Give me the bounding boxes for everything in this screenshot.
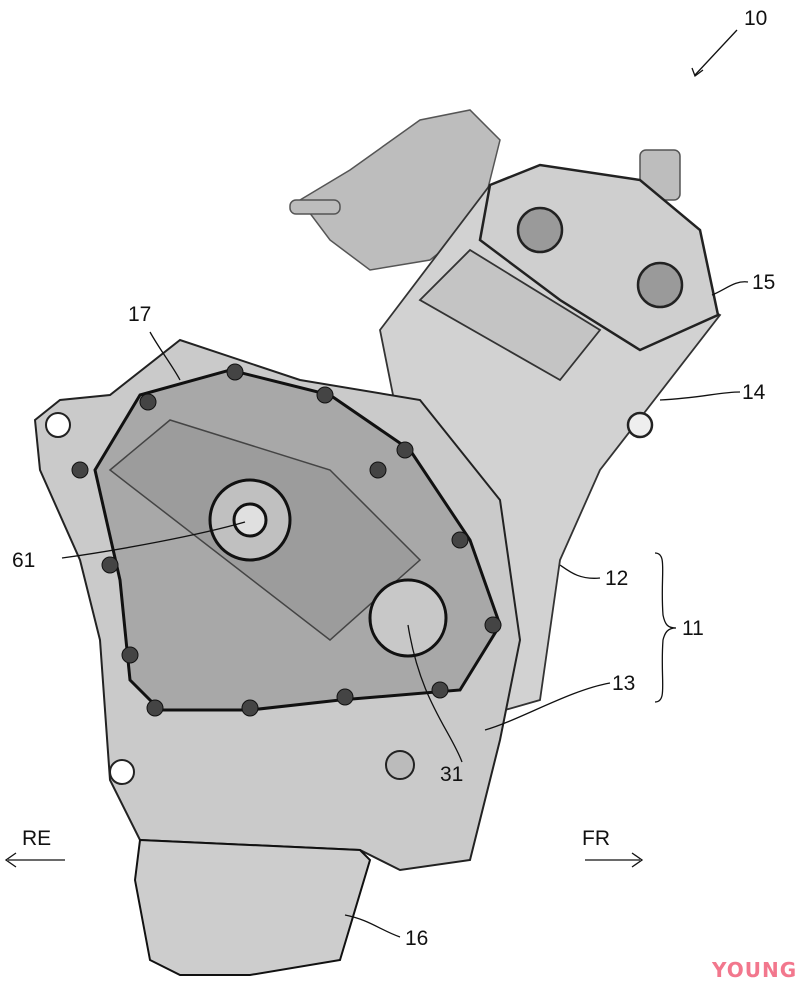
label-10: 10 — [744, 7, 768, 30]
direction-rear: RE — [22, 827, 52, 850]
label-15: 15 — [752, 271, 776, 294]
label-61: 61 — [12, 549, 36, 572]
leader-lines — [4, 29, 749, 938]
label-13: 13 — [612, 672, 636, 695]
label-31: 31 — [440, 763, 464, 786]
label-11: 11 — [682, 617, 704, 640]
watermark-logo: YOUNG — [712, 958, 798, 982]
oil-pan — [133, 838, 372, 976]
cover-bolts — [71, 363, 502, 717]
cylinder-head-cover — [478, 163, 720, 439]
label-16: 16 — [405, 927, 429, 950]
label-14: 14 — [742, 381, 766, 404]
direction-front: FR — [582, 827, 610, 850]
label-12: 12 — [605, 567, 629, 590]
label-17: 17 — [128, 303, 152, 326]
